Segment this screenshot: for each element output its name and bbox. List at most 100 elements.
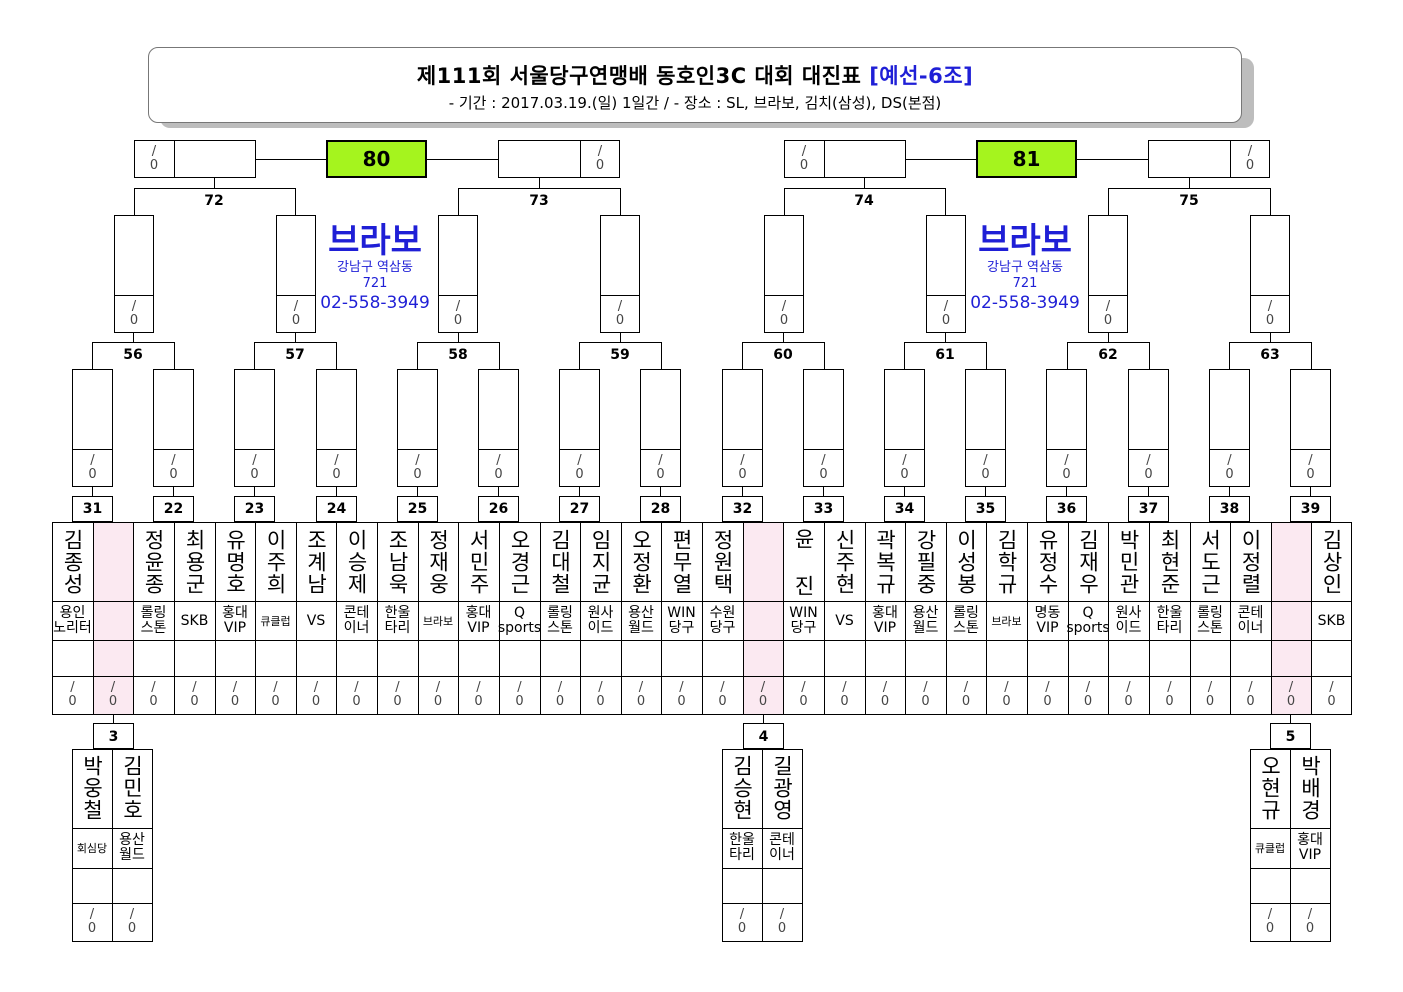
score-slash: / <box>1146 453 1151 468</box>
bracket-line <box>722 449 763 450</box>
player-box[interactable] <box>114 215 154 333</box>
score-value: 0 <box>880 694 890 709</box>
club-name-text: Q sports <box>497 605 542 636</box>
empty-slot-bg <box>94 523 133 714</box>
bracket-line <box>1209 449 1250 450</box>
player-box[interactable] <box>498 140 620 178</box>
player-box[interactable] <box>438 215 478 333</box>
player-box[interactable] <box>965 369 1006 487</box>
player-name: 박웅철 <box>80 755 104 821</box>
match-number-label: 27 <box>569 501 590 517</box>
bracket-line <box>92 342 93 369</box>
club-name: 롤링 스톤 <box>1190 604 1230 638</box>
bracket-line <box>72 449 113 450</box>
player-box[interactable] <box>72 369 113 487</box>
player-box[interactable] <box>397 369 438 487</box>
score-value: 0 <box>291 313 301 328</box>
club-name-text: 홍대 VIP <box>872 605 898 636</box>
match-number-box <box>397 496 438 522</box>
player-box[interactable] <box>1250 215 1290 333</box>
bracket-line <box>904 342 905 369</box>
bracket-line <box>1128 449 1169 450</box>
score-value: 0 <box>413 467 422 482</box>
player-box[interactable] <box>1290 369 1331 487</box>
bracket-line <box>762 749 763 942</box>
bracket-line <box>92 487 93 496</box>
bracket-line <box>824 342 825 369</box>
bracket-line <box>539 178 540 188</box>
bracket-line <box>377 522 378 715</box>
club-name: 롤링 스톤 <box>540 604 580 638</box>
score-value: 0 <box>1062 467 1071 482</box>
club-name: 용산 월드 <box>905 604 946 638</box>
player-box[interactable] <box>1209 369 1250 487</box>
bracket-line <box>905 522 906 715</box>
player-box[interactable] <box>640 369 681 487</box>
bracket-line <box>1290 715 1291 723</box>
player-name: 조계남 <box>304 529 328 595</box>
bracket-line <box>784 188 785 215</box>
bracket-line <box>336 522 337 715</box>
player-box[interactable] <box>234 369 275 487</box>
player-box[interactable] <box>276 215 316 333</box>
club-name-text: 큐클럽 <box>260 614 291 628</box>
player-box[interactable] <box>559 369 600 487</box>
player-box[interactable] <box>1148 140 1270 178</box>
bracket-line <box>580 522 581 715</box>
score-slash: / <box>842 680 847 695</box>
club-name-text: 브라보 <box>991 614 1022 628</box>
bracket-line <box>438 295 478 296</box>
score-slash: / <box>517 680 522 695</box>
player-box[interactable] <box>316 369 357 487</box>
venue-address: 강남구 역삼동 <box>987 260 1063 275</box>
club-name-text: 수원 당구 <box>709 605 736 636</box>
bracket-line <box>1250 903 1331 904</box>
club-name: SKB <box>174 604 215 638</box>
bracket-line <box>1148 487 1149 496</box>
bracket-line <box>254 487 255 496</box>
bracket-line <box>113 715 114 723</box>
match-number-label: 56 <box>123 347 143 363</box>
match-number-label: 62 <box>1098 347 1118 363</box>
player-box[interactable] <box>1088 215 1128 333</box>
bracket-line <box>559 449 600 450</box>
score-slash: / <box>781 299 787 314</box>
player-box[interactable] <box>600 215 640 333</box>
player-name: 정원택 <box>710 529 735 595</box>
player-box[interactable] <box>803 369 844 487</box>
score-value: 0 <box>1245 158 1255 173</box>
player-box[interactable] <box>784 140 906 178</box>
player-box[interactable] <box>722 369 763 487</box>
player-box[interactable] <box>1046 369 1087 487</box>
bracket-line <box>1027 522 1028 715</box>
player-box[interactable] <box>764 215 804 333</box>
score-slash: / <box>1207 680 1213 695</box>
player-name: 편무열 <box>669 529 694 595</box>
player-box[interactable] <box>926 215 966 333</box>
player-box[interactable] <box>134 140 256 178</box>
bracket-line <box>824 140 825 178</box>
player-box[interactable] <box>1128 369 1169 487</box>
bracket-line <box>660 487 661 496</box>
player-box[interactable] <box>884 369 925 487</box>
club-name-text: 원사 이드 <box>587 605 614 636</box>
bracket-line <box>427 159 498 160</box>
score-value: 0 <box>230 694 240 709</box>
score-slash: / <box>131 299 137 314</box>
player-box[interactable] <box>478 369 519 487</box>
player-name: 조남욱 <box>385 529 410 595</box>
bracket-line <box>458 188 620 189</box>
bracket-line <box>1230 140 1231 178</box>
score-value: 0 <box>779 313 789 328</box>
bracket-line <box>965 449 1006 450</box>
player-box[interactable] <box>153 369 194 487</box>
club-name-text: 회심당 <box>76 841 108 855</box>
bracket-line <box>1310 487 1311 496</box>
player-name: 길광영 <box>770 755 794 821</box>
score-slash: / <box>129 907 135 922</box>
score-value: 0 <box>677 694 686 709</box>
bracket-line <box>1189 178 1190 188</box>
score-value: 0 <box>981 467 990 482</box>
score-value: 0 <box>758 694 768 709</box>
score-value: 0 <box>738 467 747 482</box>
